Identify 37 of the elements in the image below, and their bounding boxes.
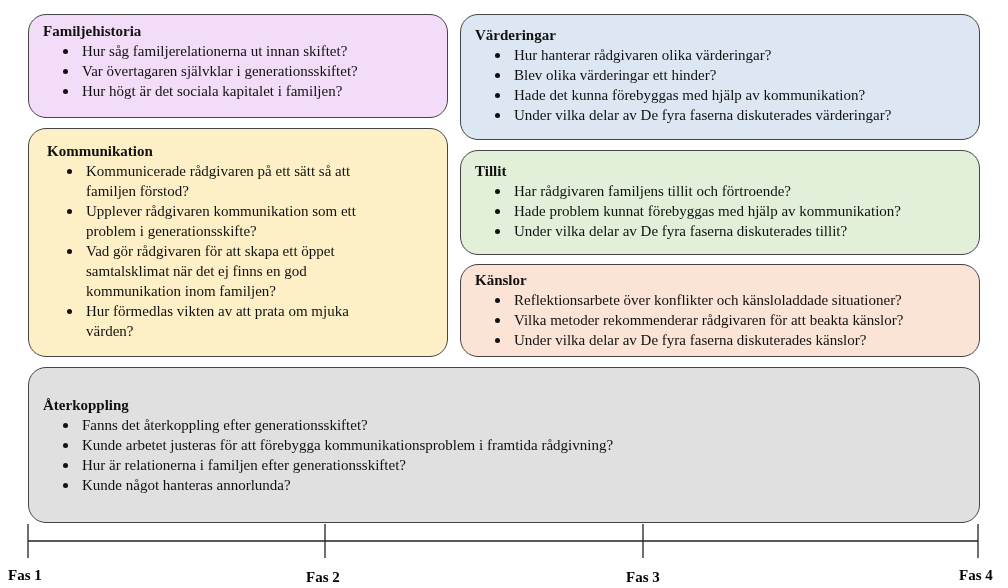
topic-card bbox=[28, 367, 980, 523]
topic-card bbox=[28, 128, 448, 357]
question-text: Kunde arbetet justeras för att förebygga kommunikationsproblem i framtida rådgivning? bbox=[82, 436, 614, 455]
question-text: Hur förmedlas vikten av att prata om mjuka värden? bbox=[86, 302, 350, 341]
topic-card bbox=[460, 14, 980, 140]
question-text: Vilka metoder rekommenderar rådgivaren för att beakta känslor? bbox=[514, 311, 904, 330]
question-text: Under vilka delar av De fyra faserna diskuterades känslor? bbox=[514, 331, 867, 350]
phase-label: Fas 4 bbox=[959, 567, 993, 584]
card-heading: Familjehistoria bbox=[43, 22, 142, 41]
question-text: Var övertagaren självklar i generationsskiftet? bbox=[82, 62, 358, 81]
question-text: Hade problem kunnat förebyggas med hjälp av kommunikation? bbox=[514, 202, 901, 221]
question-text: Blev olika värderingar ett hinder? bbox=[514, 66, 717, 85]
card-heading: Kommunikation bbox=[47, 142, 153, 161]
question-text: Hur är relationerna i familjen efter generationsskiftet? bbox=[82, 456, 407, 475]
question-text: Hade det kunna förebyggas med hjälp av kommunikation? bbox=[514, 86, 866, 105]
question-text: Har rådgivaren familjens tillit och förtroende? bbox=[514, 182, 791, 201]
question-text: Kunde något hanteras annorlunda? bbox=[82, 476, 291, 495]
phase-label: Fas 3 bbox=[626, 569, 660, 586]
topic-card bbox=[460, 150, 980, 255]
question-text: Reflektionsarbete över konflikter och känsloladdade situationer? bbox=[514, 291, 902, 310]
topic-card bbox=[460, 264, 980, 357]
question-text: Under vilka delar av De fyra faserna diskuterades värderingar? bbox=[514, 106, 892, 125]
question-text: Kommunicerade rådgivaren på ett sätt så att familjen förstod? bbox=[86, 162, 352, 201]
topic-card bbox=[28, 14, 448, 118]
question-text: Hur hanterar rådgivaren olika värderingar? bbox=[514, 46, 772, 65]
phase-label: Fas 2 bbox=[306, 569, 340, 586]
card-heading: Värderingar bbox=[475, 26, 556, 45]
card-heading: Återkoppling bbox=[43, 396, 129, 415]
question-text: Under vilka delar av De fyra faserna diskuterades tillit? bbox=[514, 222, 848, 241]
question-text: Hur högt är det sociala kapitalet i familjen? bbox=[82, 82, 343, 101]
question-text: Upplever rådgivaren kommunikation som ett problem i generationsskifte? bbox=[86, 202, 357, 241]
card-heading: Känslor bbox=[475, 271, 527, 290]
question-text: Fanns det återkoppling efter generationsskiftet? bbox=[82, 416, 368, 435]
question-text: Hur såg familjerelationerna ut innan skiftet? bbox=[82, 42, 348, 61]
question-text: Vad gör rådgivaren för att skapa ett öppet samtalsklimat när det ej finns en god kommunikation inom familjen? bbox=[86, 242, 336, 301]
card-heading: Tillit bbox=[475, 162, 507, 181]
phase-label: Fas 1 bbox=[8, 567, 42, 584]
